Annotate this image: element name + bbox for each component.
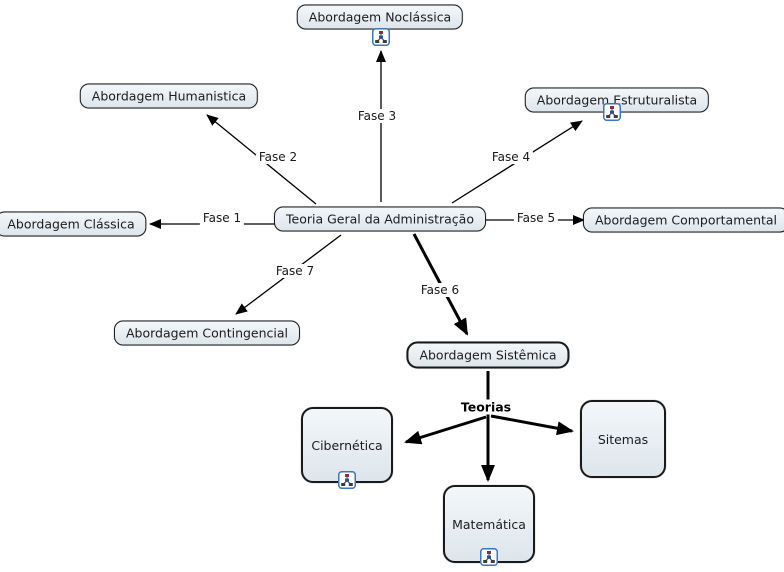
node-teoria-geral-administracao[interactable]: Teoria Geral da Administração bbox=[274, 206, 486, 232]
node-abordagem-humanistica[interactable]: Abordagem Humanistica bbox=[79, 83, 259, 109]
node-label: Abordagem Estruturalista bbox=[536, 92, 698, 108]
node-label: Cibernética bbox=[311, 437, 383, 453]
concept-map-icon[interactable] bbox=[480, 548, 498, 566]
node-label: Teoria Geral da Administração bbox=[286, 211, 474, 227]
node-label: Sitemas bbox=[597, 431, 649, 447]
concept-map-icon[interactable] bbox=[372, 28, 390, 46]
edge-label-fase6[interactable]: Fase 6 bbox=[417, 283, 463, 297]
node-abordagem-sistemica[interactable]: Abordagem Sistêmica bbox=[406, 341, 570, 369]
node-abordagem-comportamental[interactable]: Abordagem Comportamental bbox=[582, 207, 784, 233]
edge-label-teorias[interactable]: Teorias bbox=[457, 399, 515, 415]
node-label: Abordagem Clássica bbox=[7, 216, 135, 232]
edge-label-fase2[interactable]: Fase 2 bbox=[255, 150, 301, 164]
concept-map-icon[interactable] bbox=[603, 103, 621, 121]
concept-map-icon[interactable] bbox=[338, 471, 356, 489]
node-label: Matemática bbox=[452, 516, 526, 532]
node-cibernetica[interactable]: Cibernética bbox=[301, 407, 393, 483]
node-label: Abordagem Humanistica bbox=[91, 88, 247, 104]
edge-label-fase1[interactable]: Fase 1 bbox=[199, 211, 245, 225]
node-label: Abordagem Contingencial bbox=[125, 325, 289, 341]
node-label: Abordagem Comportamental bbox=[594, 212, 778, 228]
node-abordagem-noclassica[interactable]: Abordagem Noclássica bbox=[296, 4, 464, 30]
edge-label-fase4[interactable]: Fase 4 bbox=[488, 150, 534, 164]
edge-label-fase3[interactable]: Fase 3 bbox=[354, 109, 400, 123]
node-abordagem-classica[interactable]: Abordagem Clássica bbox=[0, 211, 147, 237]
node-label: Abordagem Noclássica bbox=[308, 9, 452, 25]
edge-label-fase7[interactable]: Fase 7 bbox=[272, 264, 318, 278]
node-sitemas[interactable]: Sitemas bbox=[580, 400, 666, 478]
node-abordagem-contingencial[interactable]: Abordagem Contingencial bbox=[113, 320, 301, 346]
edge-label-fase5[interactable]: Fase 5 bbox=[513, 211, 559, 225]
node-label: Abordagem Sistêmica bbox=[419, 347, 557, 363]
